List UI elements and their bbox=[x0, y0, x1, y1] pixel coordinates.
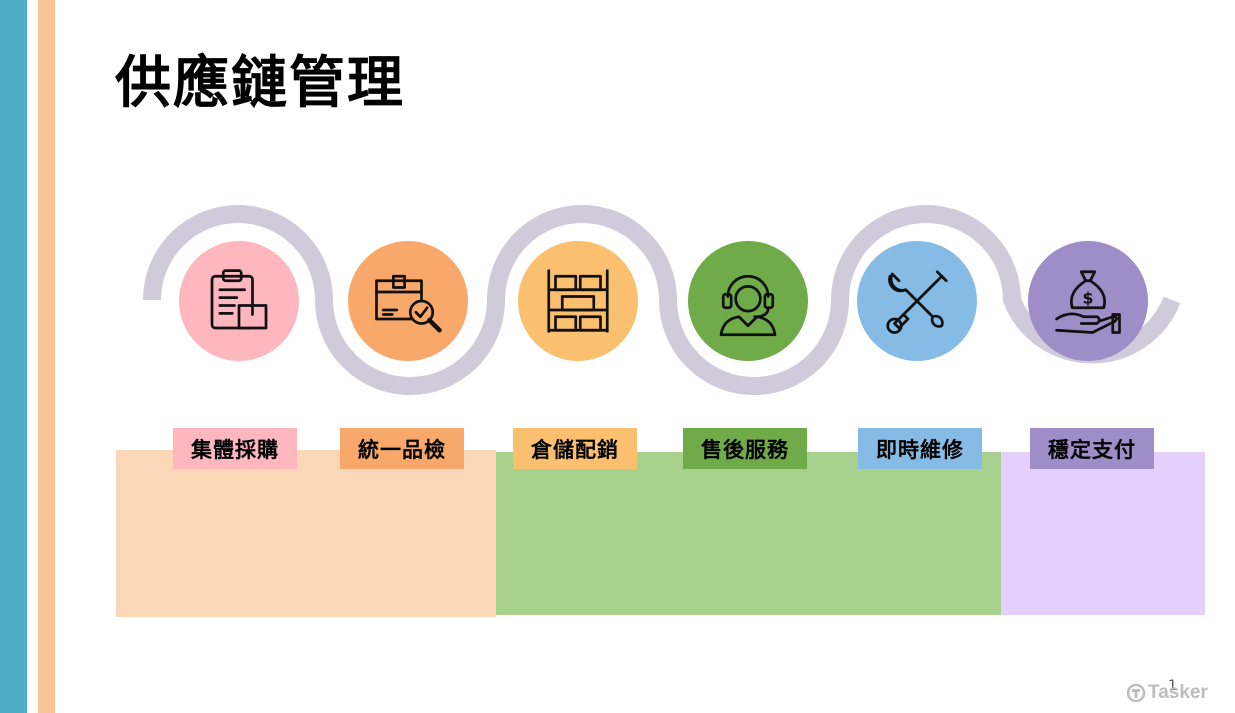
clipboard-box-icon bbox=[210, 269, 268, 330]
tasker-watermark: Tasker bbox=[1126, 682, 1208, 704]
background-panel-storage-service-repair bbox=[496, 452, 1001, 615]
step-circle-warehouse bbox=[518, 241, 638, 361]
step-label-purchase: 集體採購 bbox=[173, 428, 297, 469]
money-bag-hand-icon: $ bbox=[1055, 270, 1121, 334]
step-label-inspection: 統一品檢 bbox=[340, 428, 464, 469]
customer-service-icon bbox=[719, 274, 777, 337]
background-panel-purchase-inspection bbox=[116, 450, 496, 617]
step-label-warehouse: 倉儲配銷 bbox=[513, 428, 637, 469]
step-circle-repair bbox=[857, 241, 977, 361]
page-title: 供應鏈管理 bbox=[115, 51, 405, 116]
box-inspection-icon bbox=[375, 274, 442, 333]
step-label-service: 售後服務 bbox=[683, 428, 807, 469]
step-circle-purchase bbox=[179, 241, 299, 361]
tasker-logo-icon bbox=[1126, 683, 1146, 703]
step-label-repair: 即時維修 bbox=[858, 428, 982, 469]
watermark-text: Tasker bbox=[1148, 682, 1208, 703]
step-circle-payment: $ bbox=[1028, 241, 1148, 361]
page-number: 1 bbox=[1168, 678, 1177, 694]
svg-text:$: $ bbox=[1083, 288, 1094, 307]
step-circle-service bbox=[688, 241, 808, 361]
step-label-payment: 穩定支付 bbox=[1030, 428, 1154, 469]
warehouse-shelf-icon bbox=[547, 269, 609, 333]
background-panel-payment bbox=[1001, 452, 1205, 615]
wrench-screwdriver-icon bbox=[886, 270, 948, 334]
left-accent-stripe-orange bbox=[38, 0, 55, 713]
step-circle-inspection bbox=[348, 241, 468, 361]
left-accent-stripe-blue bbox=[0, 0, 27, 713]
